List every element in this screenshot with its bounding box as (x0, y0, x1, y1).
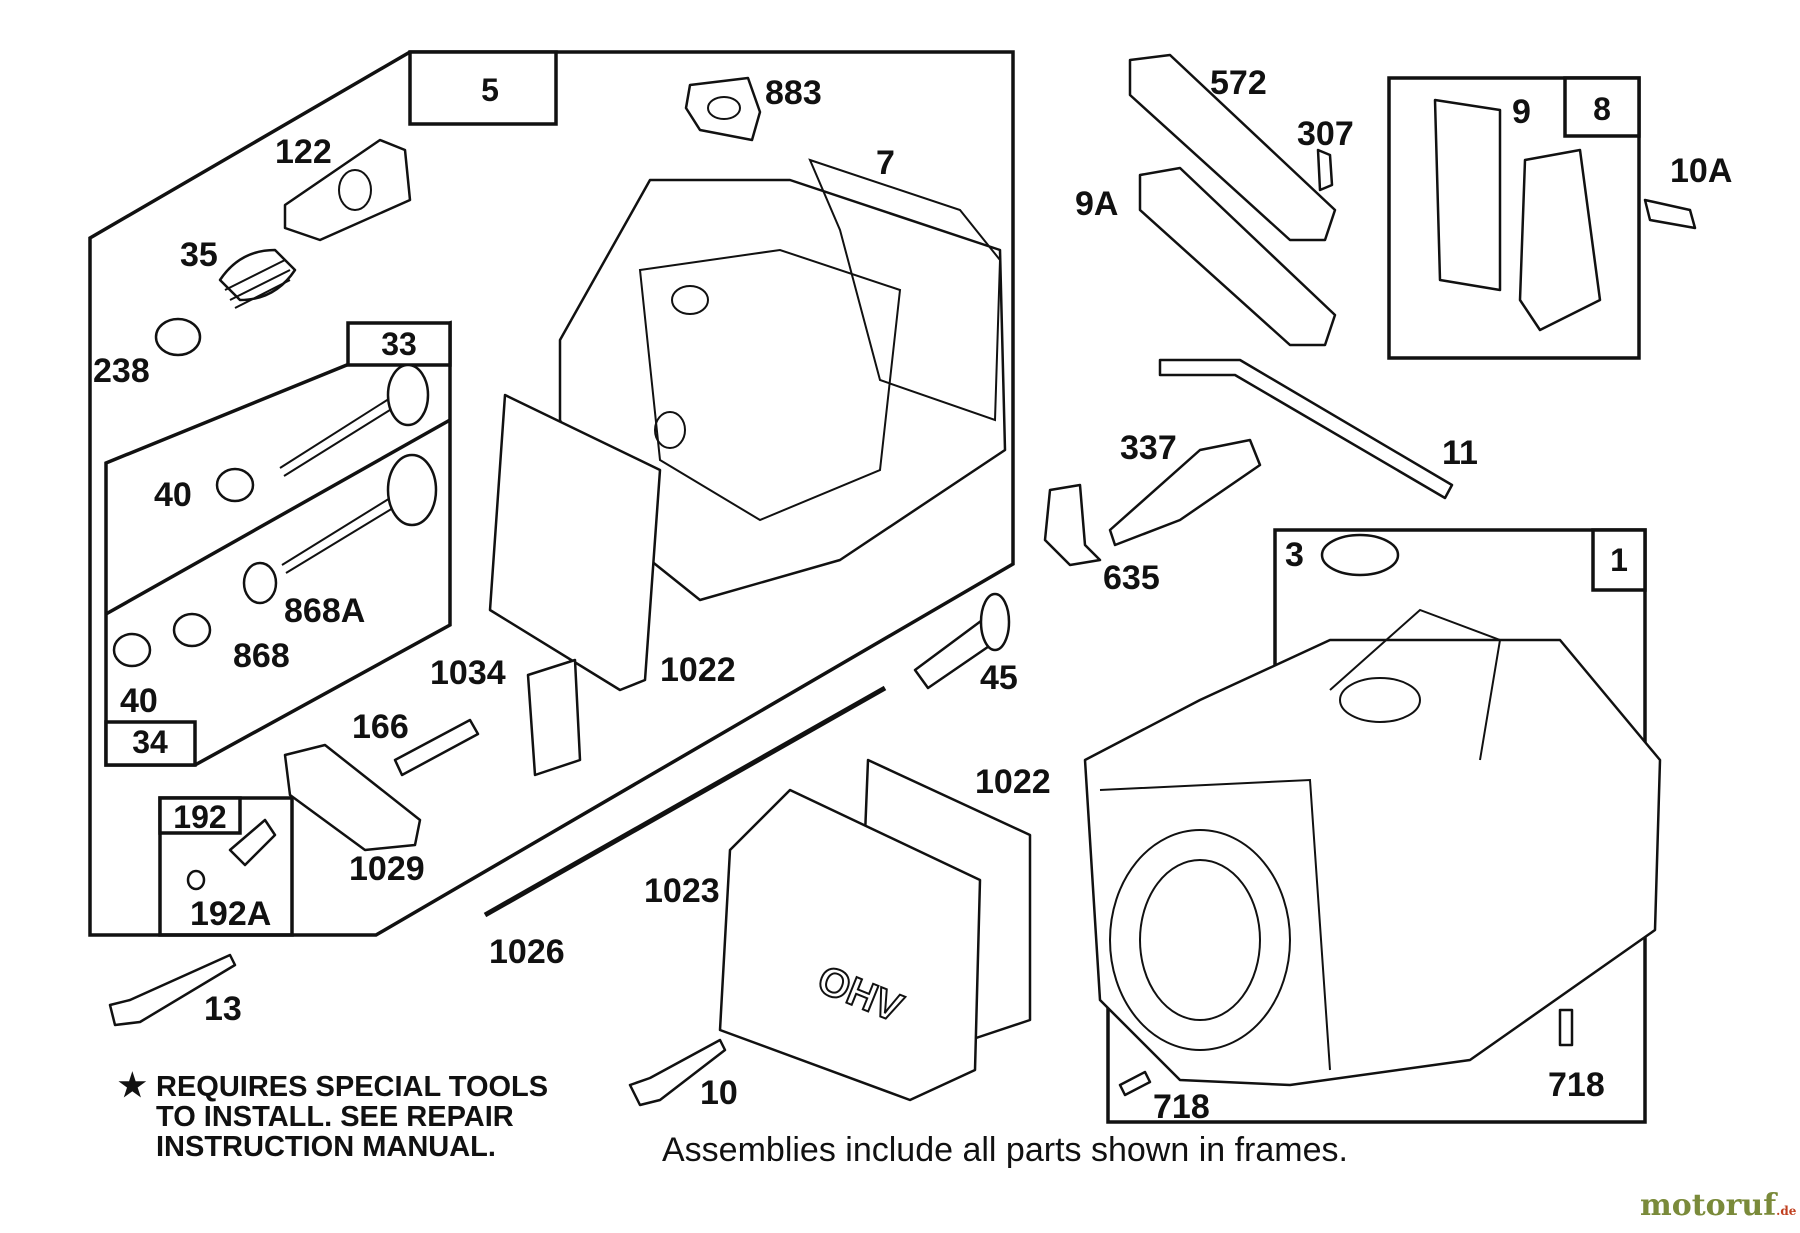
retainer-40b (112, 632, 152, 668)
callout-868a: 868A (284, 592, 365, 630)
screw-10a (1643, 198, 1697, 230)
valve-divider (105, 418, 451, 616)
valve-34-number: 34 (132, 724, 168, 760)
breather-number: 192 (173, 799, 226, 835)
tube-11 (1158, 358, 1454, 500)
bolt-45 (913, 592, 1011, 690)
gasket-9a (1138, 166, 1337, 347)
note-line-2: TO INSTALL. SEE REPAIR (156, 1101, 514, 1133)
star-icon: ★ (118, 1067, 147, 1103)
assemblies-note: Assemblies include all parts shown in fr… (662, 1131, 1348, 1169)
plug-192a (186, 869, 206, 891)
breather-box-frame (1387, 76, 1641, 360)
oil-seal-3 (1320, 533, 1400, 577)
callout-7: 7 (876, 144, 895, 182)
callout-3: 3 (1285, 536, 1304, 574)
breather-cover-8 (1518, 148, 1602, 332)
rocker-1029 (283, 743, 422, 852)
plate-1034 (526, 658, 582, 777)
seal-868a (242, 561, 278, 605)
breather-box-8-number-box (1563, 76, 1641, 138)
intake-gasket-883 (684, 76, 762, 142)
callout-1034: 1034 (430, 654, 506, 692)
head-assembly-number-box (408, 50, 558, 126)
rocker-gasket-1022a (488, 393, 662, 692)
cylinder-number-box (1591, 528, 1647, 592)
callout-166: 166 (352, 708, 409, 746)
pushrod-1026 (483, 685, 887, 918)
breather-box-8-number: 8 (1593, 91, 1611, 127)
breather-number-box (158, 796, 242, 835)
callout-1029: 1029 (349, 850, 425, 888)
callout-192a: 192A (190, 895, 271, 933)
callout-718a: 718 (1153, 1088, 1210, 1126)
retainer-40a (215, 467, 255, 503)
cap-238 (154, 317, 202, 357)
rocker-cover-1023: OHV (718, 788, 982, 1102)
spring-35 (218, 248, 297, 309)
elbow-635 (1043, 483, 1102, 567)
callout-1026: 1026 (489, 933, 565, 971)
callout-337: 337 (1120, 429, 1177, 467)
note-line-3: INSTRUCTION MANUAL. (156, 1131, 496, 1163)
callout-9a: 9A (1075, 185, 1118, 223)
screw-307 (1316, 148, 1334, 192)
callout-718b: 718 (1548, 1066, 1605, 1104)
callout-35: 35 (180, 236, 218, 274)
callout-11: 11 (1442, 434, 1478, 472)
callout-13: 13 (204, 990, 242, 1028)
fitting-192 (228, 818, 277, 867)
callout-883: 883 (765, 74, 822, 112)
callout-1022b: 1022 (975, 763, 1051, 801)
callout-1022a: 1022 (660, 651, 736, 689)
valve-33-number-box (346, 321, 452, 367)
callout-868: 868 (233, 637, 290, 675)
note-line-1: REQUIRES SPECIAL TOOLS (156, 1071, 549, 1103)
callout-1023: 1023 (644, 872, 720, 910)
callout-307: 307 (1297, 115, 1354, 153)
pin-718b (1558, 1008, 1574, 1047)
callout-635: 635 (1103, 559, 1160, 597)
spacer-122 (283, 138, 412, 242)
callout-10: 10 (700, 1074, 738, 1112)
spark-plug-337 (1108, 438, 1262, 547)
callout-10a: 10A (1670, 152, 1732, 190)
callout-122: 122 (275, 133, 332, 171)
callout-40a: 40 (154, 476, 192, 514)
callout-238: 238 (93, 352, 150, 390)
cylinder-number: 1 (1610, 542, 1628, 578)
pin-718a (1118, 1070, 1152, 1097)
stud-166 (393, 718, 480, 777)
seal-868 (172, 612, 212, 648)
callout-9: 9 (1512, 93, 1531, 131)
callout-572: 572 (1210, 64, 1267, 102)
valve-33-number: 33 (381, 326, 417, 362)
valve-34-number-box (104, 720, 197, 767)
gasket-572 (1128, 53, 1337, 242)
callout-40b: 40 (120, 682, 158, 720)
cylinder-block (1083, 608, 1662, 1087)
head-assembly-number: 5 (481, 72, 499, 108)
bolt-13 (108, 953, 237, 1027)
breather-gasket-9 (1433, 98, 1502, 292)
cylinder-head-7 (558, 158, 1007, 602)
watermark-logo: motoruf.de (1640, 1188, 1797, 1223)
valve-exhaust (281, 453, 438, 574)
valve-intake (279, 363, 430, 477)
callout-45: 45 (980, 659, 1018, 697)
bolt-10 (628, 1038, 727, 1107)
